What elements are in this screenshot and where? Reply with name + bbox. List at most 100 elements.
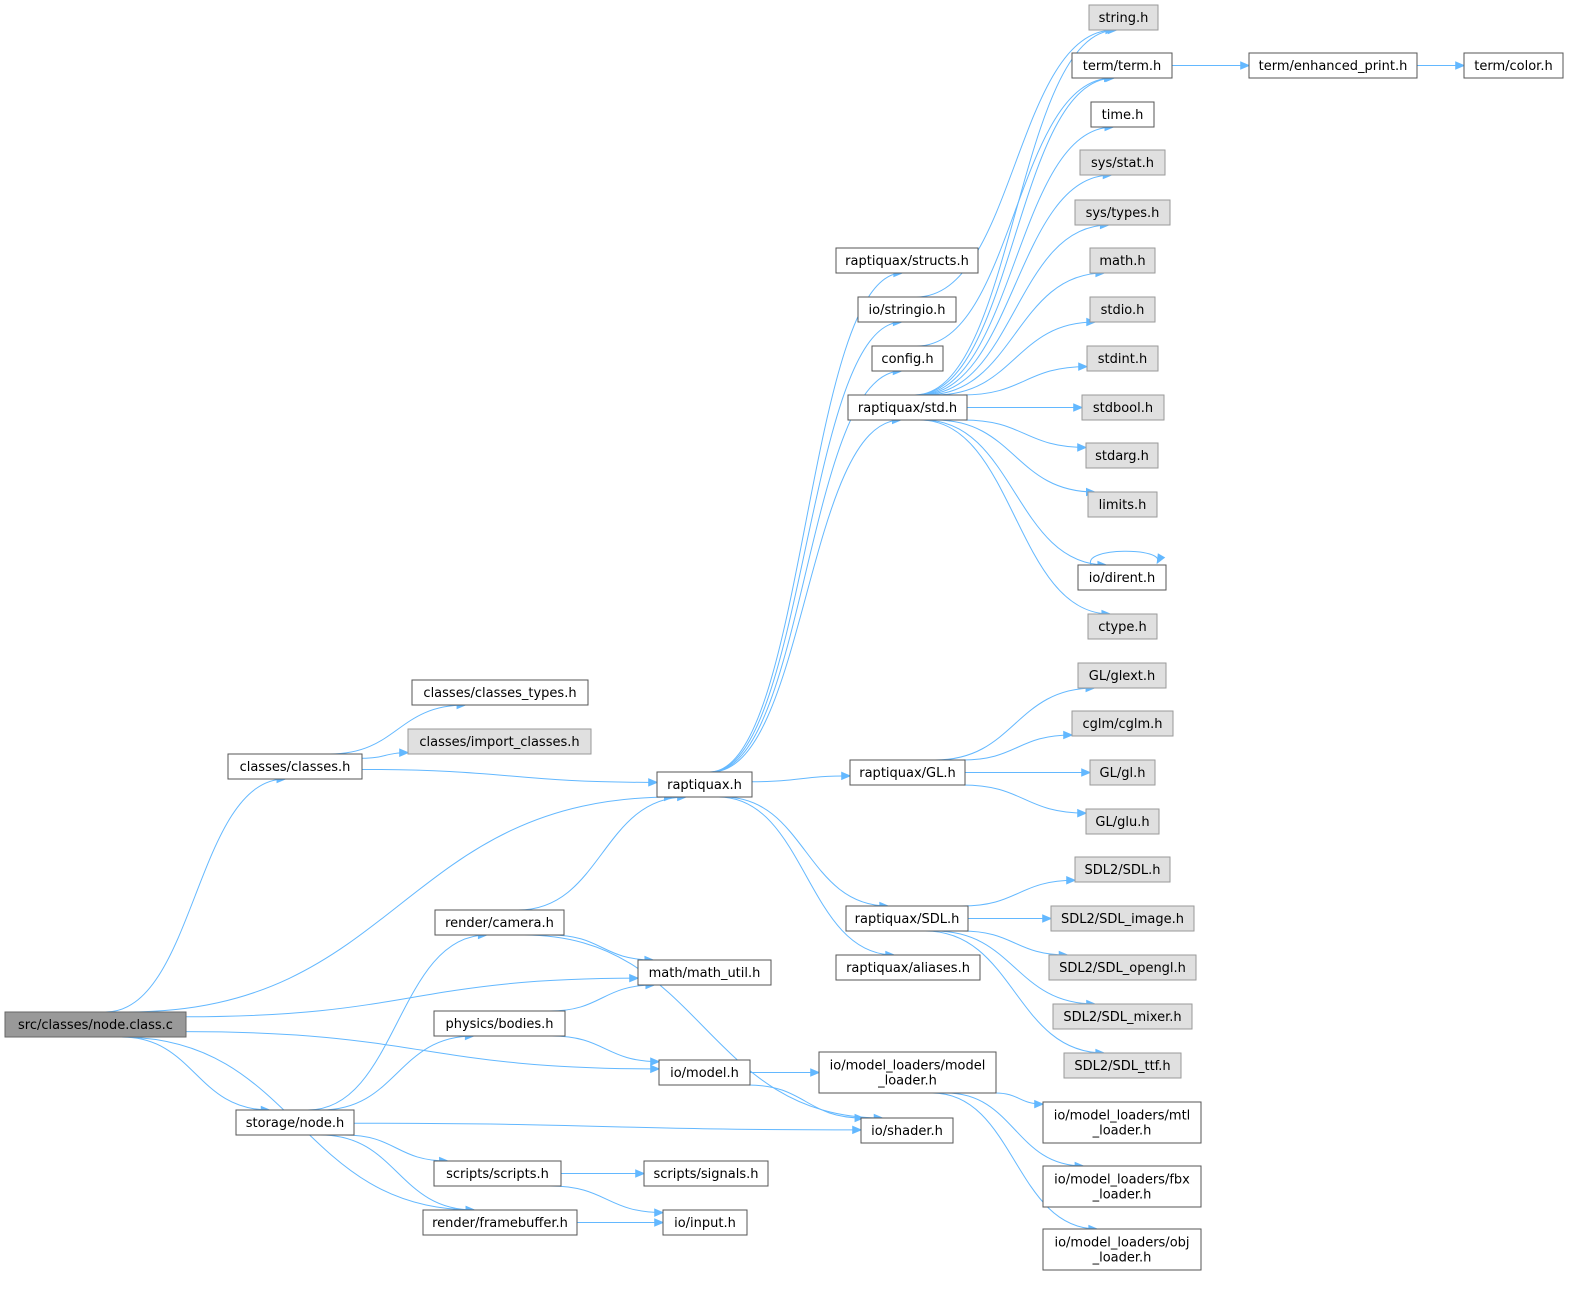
node-box	[433, 1160, 562, 1187]
edge-classes-to-raptiquax	[361, 768, 659, 787]
node-label: storage/node.h	[246, 1116, 345, 1131]
node-dirent[interactable]: io/dirent.h	[1077, 564, 1167, 591]
node-box	[835, 954, 981, 981]
node-std[interactable]: raptiquax/std.h	[847, 394, 968, 421]
node-model-loader[interactable]: io/model_loaders/model_loader.h	[818, 1051, 997, 1094]
node-input[interactable]: io/input.h	[662, 1209, 748, 1236]
node-sdl-image: SDL2/SDL_image.h	[1050, 905, 1195, 932]
edge-line	[549, 984, 655, 1012]
node-box	[407, 728, 592, 755]
node-box	[845, 905, 969, 932]
node-gl[interactable]: raptiquax/GL.h	[849, 759, 966, 786]
node-box	[662, 1209, 748, 1236]
node-label: stdio.h	[1101, 303, 1145, 318]
edge-line	[961, 879, 1076, 907]
node-scripts[interactable]: scripts/scripts.h	[433, 1160, 562, 1187]
node-config[interactable]: config.h	[871, 345, 944, 372]
edge-arrowhead	[1156, 553, 1166, 565]
node-label: io/dirent.h	[1089, 571, 1156, 586]
edge-arrowhead	[654, 1218, 665, 1227]
node-shader[interactable]: io/shader.h	[860, 1117, 954, 1144]
edge-line	[946, 1092, 1084, 1167]
edge-bodies-to-math_util	[549, 980, 656, 1012]
node-box	[1089, 296, 1156, 323]
node-math-util[interactable]: math/math_util.h	[637, 959, 772, 986]
node-mtl-loader[interactable]: io/model_loaders/mtl_loader.h	[1042, 1101, 1202, 1144]
edge-arrowhead	[852, 1125, 863, 1135]
edge-node-to-shader	[353, 1122, 863, 1135]
edge-line	[921, 224, 1109, 396]
edge-root-to-node	[120, 1036, 271, 1115]
edge-std-to-stdint	[962, 362, 1089, 396]
node-signals[interactable]: scripts/signals.h	[643, 1160, 769, 1187]
node-stringio[interactable]: io/stringio.h	[857, 296, 957, 323]
edge-line	[320, 1035, 474, 1111]
node-label: raptiquax/GL.h	[859, 766, 956, 781]
edge-arrowhead	[810, 1068, 821, 1077]
node-box	[1063, 1052, 1182, 1079]
edge-line	[307, 934, 487, 1111]
edge-raptiquax-to-sdl	[723, 796, 890, 911]
node-box	[1081, 394, 1165, 421]
edge-line	[963, 419, 1087, 448]
node-node[interactable]: storage/node.h	[235, 1109, 355, 1136]
edge-arrowhead	[654, 1208, 665, 1217]
node-model[interactable]: io/model.h	[658, 1059, 751, 1086]
node-box	[1087, 491, 1158, 518]
node-box	[411, 679, 589, 706]
node-box	[1071, 710, 1174, 737]
node-label: raptiquax/aliases.h	[846, 961, 970, 976]
node-label: io/shader.h	[871, 1124, 943, 1139]
node-aliases[interactable]: raptiquax/aliases.h	[835, 954, 981, 981]
node-camera[interactable]: render/camera.h	[434, 909, 565, 936]
edge-line	[723, 796, 889, 907]
node-label: classes/import_classes.h	[419, 735, 579, 750]
node-label: stdint.h	[1098, 352, 1147, 367]
edge-sdl-to-sdl_opengl	[961, 930, 1069, 960]
node-box	[849, 759, 966, 786]
edge-arrowhead	[1081, 768, 1092, 777]
node-fbx-loader[interactable]: io/model_loaders/fbx_loader.h	[1042, 1165, 1202, 1208]
node-label: raptiquax.h	[667, 778, 742, 793]
node-time[interactable]: time.h	[1090, 101, 1155, 128]
node-bodies[interactable]: physics/bodies.h	[433, 1010, 566, 1037]
edge-node-to-scripts	[344, 1134, 450, 1166]
node-classes[interactable]: classes/classes.h	[227, 753, 363, 780]
edge-line	[127, 796, 673, 1013]
node-sdl[interactable]: raptiquax/SDL.h	[845, 905, 969, 932]
node-label: SDL2/SDL_ttf.h	[1074, 1059, 1170, 1074]
node-color[interactable]: term/color.h	[1463, 52, 1564, 79]
node-enhanced-print[interactable]: term/enhanced_print.h	[1248, 52, 1418, 79]
node-sdl2: SDL2/SDL.h	[1074, 856, 1171, 883]
node-label: sys/types.h	[1086, 206, 1160, 221]
edge-enhanced_print-to-color	[1417, 61, 1466, 70]
node-box	[433, 1010, 566, 1037]
node-term[interactable]: term/term.h	[1071, 52, 1173, 79]
edge-std-to-stdbool	[967, 403, 1084, 412]
node-label: render/camera.h	[445, 916, 554, 931]
node-root[interactable]: src/classes/node.class.c	[4, 1011, 187, 1038]
edge-line	[105, 778, 286, 1013]
edge-model-to-model_loader	[750, 1068, 821, 1077]
edge-arrowhead	[1073, 403, 1084, 412]
edge-line	[1090, 550, 1159, 566]
node-structs[interactable]: raptiquax/structs.h	[835, 247, 979, 274]
edge-line	[923, 419, 1107, 566]
edge-line	[916, 126, 1114, 396]
edge-line	[344, 1134, 448, 1162]
node-stdarg: stdarg.h	[1085, 442, 1159, 469]
node-label: ctype.h	[1098, 620, 1147, 635]
node-box	[1089, 759, 1156, 786]
edge-classes-to-import_classes	[361, 748, 410, 759]
edge-line	[551, 1035, 660, 1063]
node-box	[1052, 1003, 1193, 1030]
node-framebuffer[interactable]: render/framebuffer.h	[422, 1209, 578, 1236]
edge-line	[925, 930, 1105, 1054]
nodes-layer: src/classes/node.class.c classes/classes.…	[4, 4, 1564, 1271]
node-classes-types[interactable]: classes/classes_types.h	[411, 679, 589, 706]
node-box	[860, 1117, 954, 1144]
node-raptiquax[interactable]: raptiquax.h	[656, 771, 753, 798]
node-label: render/framebuffer.h	[432, 1216, 568, 1231]
node-obj-loader[interactable]: io/model_loaders/obj_loader.h	[1042, 1228, 1202, 1271]
node-label: src/classes/node.class.c	[18, 1018, 173, 1033]
